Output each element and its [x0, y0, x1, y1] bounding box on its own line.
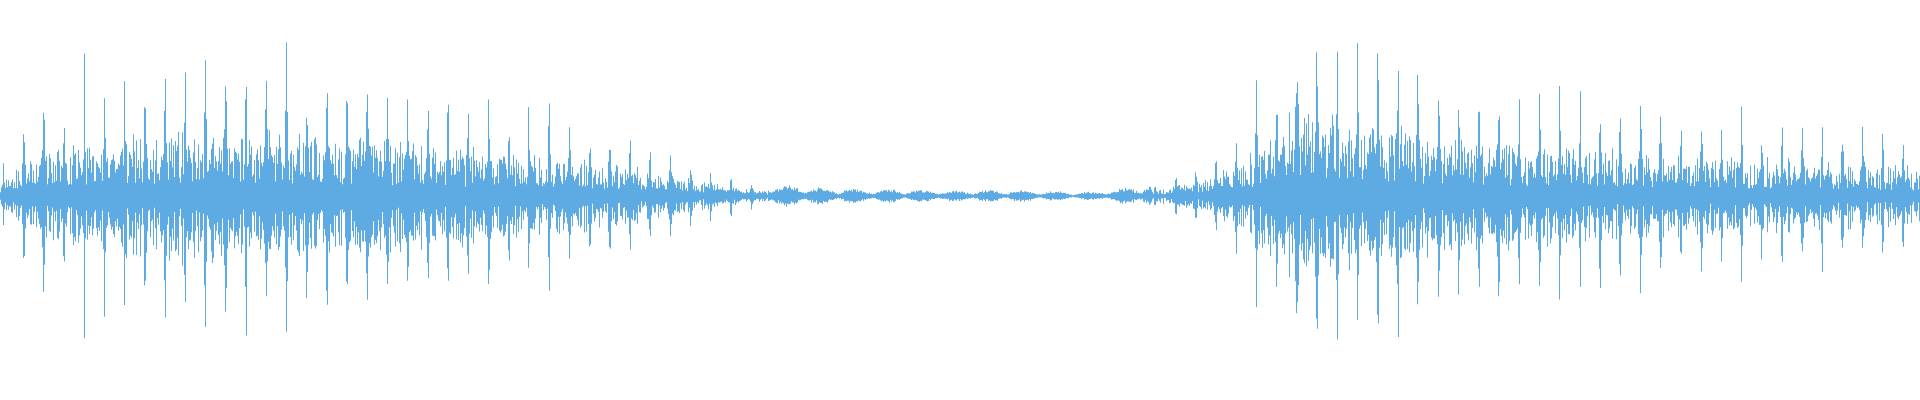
waveform-samples [0, 42, 1920, 340]
waveform-trace [0, 42, 1920, 340]
